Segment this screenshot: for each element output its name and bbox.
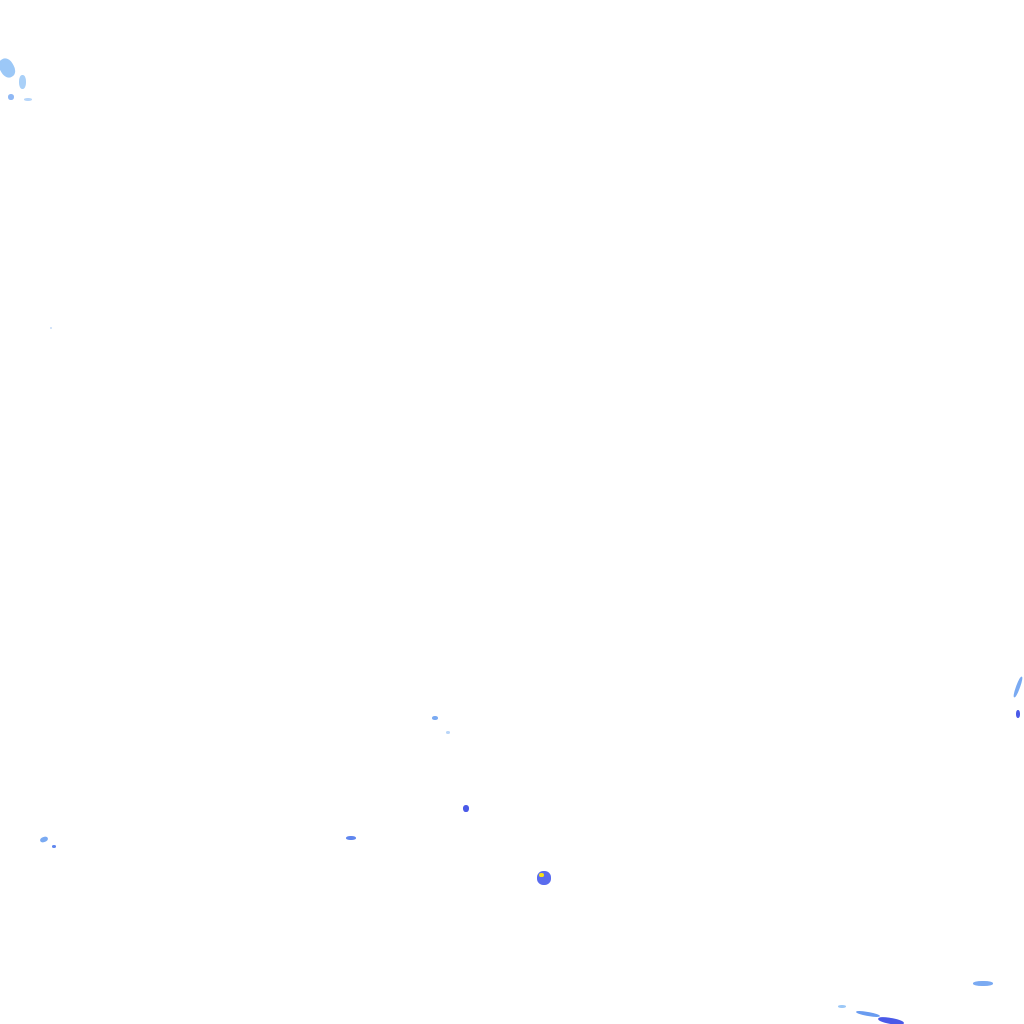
precipitation-echo (346, 836, 356, 840)
precipitation-echo (838, 1005, 846, 1008)
precipitation-echo (973, 981, 993, 986)
precipitation-echo (0, 55, 19, 81)
precipitation-echo (8, 94, 14, 100)
precipitation-echo (50, 327, 52, 329)
precipitation-echo (539, 873, 544, 877)
precipitation-echo (24, 98, 32, 101)
precipitation-echo (39, 835, 49, 844)
precipitation-echo (52, 845, 56, 848)
precipitation-echo (19, 75, 26, 89)
precipitation-echo (463, 805, 469, 812)
precipitation-echo (446, 731, 450, 734)
precipitation-echo (1016, 710, 1020, 718)
precipitation-echo (1012, 675, 1024, 699)
precipitation-echo (432, 716, 438, 720)
precipitation-echo (855, 1009, 881, 1019)
precipitation-echo (877, 1015, 905, 1024)
